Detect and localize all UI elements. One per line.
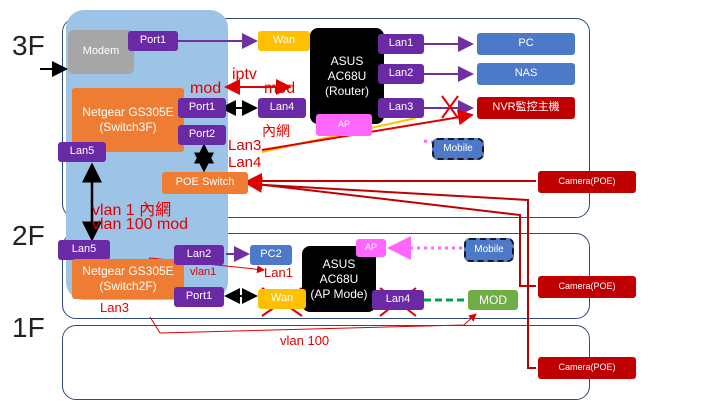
floor-label-1f: 1F xyxy=(12,312,45,343)
router-2f-wan[interactable]: Wan xyxy=(258,289,306,309)
modem-node[interactable]: Modem xyxy=(68,30,134,74)
annotation-vlan100-1f: vlan 100 xyxy=(280,333,330,348)
router-3f-lan1[interactable]: Lan1 xyxy=(378,34,424,54)
floor-1f-frame xyxy=(62,325,590,400)
annotation-iptv: iptv xyxy=(232,66,257,83)
camera-2[interactable]: Camera(POE) xyxy=(538,276,636,298)
modem-port1[interactable]: Port1 xyxy=(128,31,178,51)
switch-2f[interactable]: Netgear GS305E (Switch2F) xyxy=(72,259,184,299)
mobile-3f[interactable]: Mobile xyxy=(432,138,484,160)
switch-3f[interactable]: Netgear GS305E (Switch3F) xyxy=(72,88,184,152)
router-3f-lan3[interactable]: Lan3 xyxy=(378,98,424,118)
switch-2f-port1[interactable]: Port1 xyxy=(174,287,224,307)
poe-switch[interactable]: POE Switch xyxy=(162,172,248,194)
mod-node[interactable]: MOD xyxy=(468,290,518,310)
switch-2f-lan2[interactable]: Lan2 xyxy=(174,245,224,265)
switch-3f-lan5[interactable]: Lan5 xyxy=(58,142,106,162)
annotation-lan3-2f: Lan3 xyxy=(100,300,129,315)
mobile-2f[interactable]: Mobile xyxy=(464,238,514,262)
annotation-vlan100: vlan 100 mod xyxy=(92,216,189,233)
annotation-intranet-3f: 內網 xyxy=(262,123,290,139)
switch-2f-lan5[interactable]: Lan5 xyxy=(58,240,110,260)
annotation-lan3: Lan3 xyxy=(228,137,262,154)
switch-3f-port1[interactable]: Port1 xyxy=(178,98,226,118)
router-2f[interactable]: ASUS AC68U (AP Mode) xyxy=(302,246,376,312)
annotation-lan1: Lan1 xyxy=(264,265,293,280)
annotation-vlan1-small: vlan1 xyxy=(190,266,217,278)
annotation-mod-right: mod xyxy=(264,80,296,97)
switch-3f-port2[interactable]: Port2 xyxy=(178,125,226,145)
router-3f-ap[interactable]: AP xyxy=(316,114,372,136)
router-3f-lan2[interactable]: Lan2 xyxy=(378,64,424,84)
router-3f-wan[interactable]: Wan xyxy=(258,31,310,51)
router-2f-lan4[interactable]: Lan4 xyxy=(372,290,424,310)
floor-label-2f: 2F xyxy=(12,220,45,251)
router-2f-ap[interactable]: AP xyxy=(356,239,386,257)
camera-1[interactable]: Camera(POE) xyxy=(538,171,636,193)
annotation-mod-left: mod xyxy=(190,80,222,97)
floor-label-3f: 3F xyxy=(12,30,45,61)
nvr-node[interactable]: NVR監控主機 xyxy=(477,97,575,119)
annotation-vlan1: vlan 1 內網 xyxy=(92,202,172,219)
router-3f-lan4[interactable]: Lan4 xyxy=(258,98,306,118)
pc-node[interactable]: PC xyxy=(477,33,575,55)
nas-node[interactable]: NAS xyxy=(477,63,575,85)
annotation-lan4: Lan4 xyxy=(228,154,262,171)
pc2-node[interactable]: PC2 xyxy=(250,245,292,265)
router-3f[interactable]: ASUS AC68U (Router) xyxy=(310,28,384,124)
camera-3[interactable]: Camera(POE) xyxy=(538,357,636,379)
